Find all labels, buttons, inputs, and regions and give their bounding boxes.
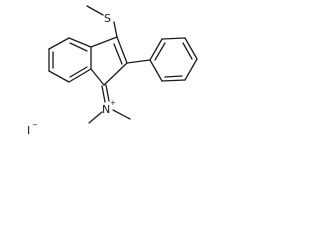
dimethyliminium-group: N + (88, 84, 131, 124)
bond-c4-c5 (48, 37, 70, 50)
methylthio-group: S (86, 5, 118, 38)
bond-n-methyl-left (88, 111, 103, 124)
bond-methyl-s (86, 5, 104, 16)
bond-c7-c7a (68, 68, 92, 83)
iodine-atom-label: I (27, 124, 30, 137)
bond-ph4-ph5 (184, 58, 198, 81)
bond-c3-c2 (116, 36, 128, 64)
bond-n-methyl-right (112, 109, 131, 120)
bond-c3a-c4 (68, 37, 92, 48)
iodide-negative-charge: − (32, 121, 38, 129)
sulfur-atom-label: S (104, 12, 111, 25)
bond-c3-c3a (90, 36, 118, 48)
bond-ph5-ph6-inner (164, 75, 183, 78)
bond-c6-c7 (48, 70, 70, 83)
bond-c1-c7a (90, 68, 105, 86)
bond-c2-c1 (103, 62, 128, 86)
bond-ph3-ph4 (184, 37, 198, 60)
bond-c2-phenyl (126, 59, 151, 64)
five-membered-ring (90, 36, 128, 86)
phenyl-ring (126, 37, 198, 82)
bond-ph6-ph1 (149, 59, 163, 82)
bond-c1-n-double-a (101, 85, 106, 103)
bond-c3-c2-inner (113, 43, 123, 65)
bond-c3a-c4-inner (69, 42, 88, 52)
bond-ph2-ph3 (161, 37, 186, 40)
benzo-ring (48, 37, 92, 83)
bond-c7-c7a-inner (69, 66, 88, 78)
chemical-structure: S N + (27, 5, 198, 137)
bond-ph5-ph6 (161, 79, 186, 82)
nitrogen-positive-charge: + (110, 99, 116, 107)
nitrogen-atom-label: N (102, 103, 110, 116)
bond-ph1-ph2 (149, 38, 163, 61)
iodide-counterion: I − (27, 121, 38, 137)
bond-c1-n-double-b (105, 84, 110, 102)
bond-ph3-ph4-inner (182, 42, 193, 60)
bond-s-c3 (113, 21, 118, 38)
bond-ph1-ph2-inner (154, 42, 166, 61)
